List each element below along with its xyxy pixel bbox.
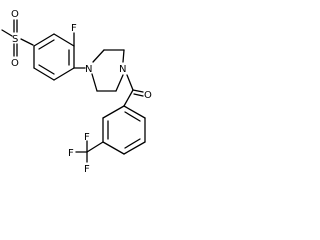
bond-carbonyl-ring <box>123 89 134 107</box>
atom-label-fluoro: F <box>71 23 77 34</box>
piperazine-bond-1 <box>92 49 105 63</box>
bond-carbonyl-oxygen-b <box>133 93 144 97</box>
atom-label-sulfonyl-oxygen-bottom: O <box>11 58 19 69</box>
atom-label-trifluoromethyl-f3: F <box>84 164 90 174</box>
ring1-bond-1 <box>33 33 55 47</box>
ring2-bond-1 <box>123 105 146 119</box>
molecule-structure-diagram: O S O F N N O F F F <box>1 9 152 174</box>
piperazine-ring <box>91 49 125 92</box>
trifluoromethylphenyl-ring <box>102 105 146 155</box>
ring1-double-3 <box>38 64 55 75</box>
ring1-double-1 <box>38 39 55 50</box>
atom-label-piperazine-nitrogen-right: N <box>119 64 126 75</box>
piperazine-bond-6 <box>91 73 98 92</box>
atom-label-trifluoromethyl-f2: F <box>68 148 74 159</box>
ring2-bond-6 <box>102 105 125 119</box>
piperazine-bond-4 <box>115 74 124 92</box>
atom-label-trifluoromethyl-f1: F <box>84 132 90 143</box>
bond-ring-cf3 <box>86 141 104 153</box>
ring1-bond-4 <box>53 67 75 81</box>
ring1-bond-2 <box>53 33 75 47</box>
bond-carbonyl-oxygen-a <box>132 89 144 93</box>
ring2-double-1 <box>124 111 141 122</box>
atom-label-piperazine-nitrogen-left: N <box>85 64 92 75</box>
atom-label-carbonyl-oxygen: O <box>144 90 152 101</box>
bond-sulfur-ring <box>20 38 34 46</box>
piperazine-bond-3 <box>122 49 125 63</box>
ring2-double-2 <box>124 138 141 149</box>
fluorophenyl-ring <box>33 32 75 81</box>
atom-label-sulfonyl-oxygen-top: O <box>11 9 19 20</box>
bond-nitrogen-carbonyl <box>126 74 134 91</box>
carbonyl-group <box>123 74 144 107</box>
methylsulfonyl-group <box>1 19 34 57</box>
ring2-bond-3 <box>123 141 146 155</box>
bond-methyl-sulfur <box>1 29 13 37</box>
trifluoromethyl-group <box>75 140 104 163</box>
ring2-bond-4 <box>102 141 125 155</box>
ring1-bond-5 <box>33 67 55 81</box>
atom-label-sulfur: S <box>12 34 18 45</box>
